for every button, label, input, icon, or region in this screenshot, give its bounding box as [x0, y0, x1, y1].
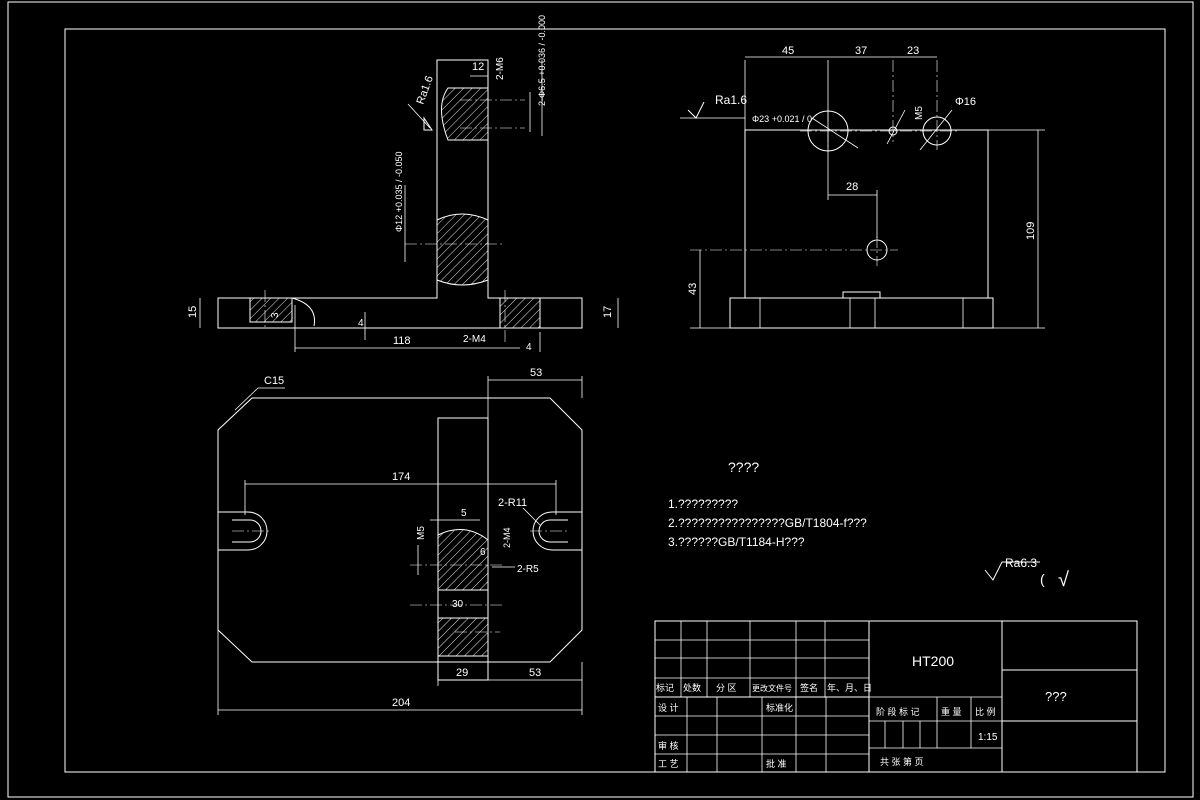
inner-frame [64, 28, 1166, 773]
notes-line-1: 1.????????? [668, 497, 738, 511]
dim-2phi6: 2-Φ6.5 +0.036 / -0.000 [537, 15, 547, 106]
ra-label-left: Ra1.6 [415, 74, 436, 106]
roughness-symbol [984, 561, 1040, 581]
dim-3: 3 [270, 312, 281, 318]
tb-design: 设 计 [658, 702, 679, 713]
dim-45: 45 [782, 45, 794, 57]
dim-17: 17 [602, 306, 614, 318]
dim-m5-right: M5 [914, 106, 925, 120]
dim-5: 5 [461, 508, 467, 519]
dim-29: 29 [456, 667, 468, 679]
dim-28: 28 [846, 181, 858, 193]
dim-2m4-bottom: 2-M4 [502, 527, 512, 548]
roughness-paren: ( [1040, 571, 1045, 587]
dim-m5-bottom: M5 [416, 526, 427, 540]
outer-border [7, 1, 1194, 798]
dim-23: 23 [907, 45, 919, 57]
check-symbol: √ [1058, 569, 1069, 591]
dim-37: 37 [855, 45, 867, 57]
tb-weight: 重 量 [941, 706, 962, 717]
top-right-front-view [680, 56, 1045, 329]
dim-2m4-left: 2-M4 [463, 334, 486, 345]
notes-line-2: 2.????????????????GB/T1804-f??? [668, 516, 867, 530]
title-block [654, 620, 1138, 773]
ra-label-right: Ra1.6 [715, 93, 747, 107]
dim-43: 43 [687, 283, 699, 295]
tb-count: 处数 [683, 682, 701, 693]
top-left-section-view [199, 59, 619, 352]
dim-4b: 4 [526, 342, 532, 353]
dim-2r11: 2-R11 [498, 497, 527, 509]
tb-process: 工 艺 [658, 759, 679, 769]
dim-phi12: Φ12 +0.035 / -0.050 [394, 152, 404, 233]
tb-stage: 阶 段 标 记 [876, 706, 920, 717]
dim-30: 30 [452, 599, 464, 610]
tb-zone: 分 区 [716, 683, 737, 693]
dim-12: 12 [472, 61, 484, 73]
dim-204: 204 [392, 697, 410, 709]
dim-53-bottom: 53 [529, 667, 541, 679]
notes-heading: ???? [728, 459, 759, 475]
dim-phi16: Φ16 [955, 96, 976, 108]
tb-docno: 更改文件号 [752, 683, 792, 693]
tb-mark: 标记 [656, 682, 674, 693]
dim-53-top: 53 [530, 367, 542, 379]
tb-review: 审 核 [658, 740, 679, 751]
tb-name: ??? [1045, 689, 1067, 704]
tb-ratio: 比 例 [975, 706, 996, 717]
dim-c15: C15 [264, 375, 284, 387]
tb-date: 年、月、日 [827, 682, 872, 693]
dim-174: 174 [392, 471, 410, 483]
tb-material: HT200 [912, 653, 954, 669]
dim-2m6: 2-M6 [495, 57, 506, 80]
roughness-label: Ra6.3 [1005, 556, 1037, 570]
dim-6: 6 [480, 547, 486, 558]
dim-15: 15 [187, 306, 199, 318]
dim-109: 109 [1025, 222, 1037, 240]
dim-phi23: Φ23 +0.021 / 0 [752, 114, 812, 124]
tb-approve: 批 准 [766, 758, 787, 769]
bottom-plan-view [217, 376, 583, 715]
tb-sheets: 共 张 第 页 [880, 756, 924, 767]
dim-118: 118 [393, 335, 411, 347]
dim-4a: 4 [358, 318, 364, 329]
tb-sign: 签名 [800, 682, 818, 693]
notes-line-3: 3.??????GB/T1184-H??? [668, 535, 805, 549]
tb-scale: 1:15 [978, 732, 998, 743]
tb-standard: 标准化 [766, 702, 793, 713]
dim-2r5: 2-R5 [517, 564, 539, 575]
